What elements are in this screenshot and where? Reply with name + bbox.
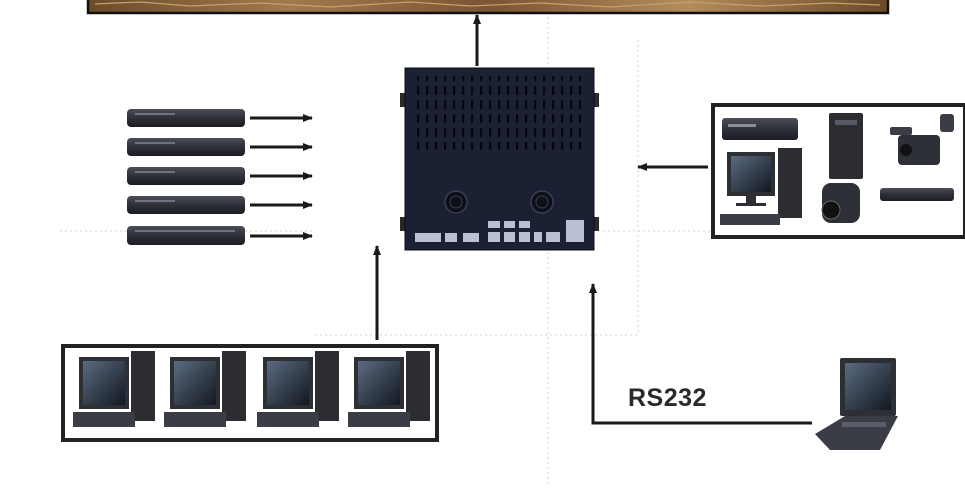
- decoder-arrows: [250, 114, 313, 240]
- decoder-box-2: [127, 138, 245, 156]
- pc-station-4: [348, 351, 430, 427]
- pc-station-1: [73, 351, 155, 427]
- decoder-box-5: [127, 226, 245, 245]
- tower-pc-icon: [829, 113, 863, 179]
- video-wall-display: [86, 0, 890, 15]
- dvd-player-icon: [722, 118, 798, 140]
- pc-station-2: [164, 351, 246, 427]
- laptop-icon: [815, 358, 898, 450]
- desktop-pc-icon: [720, 148, 802, 225]
- video-camera-icon: [890, 114, 954, 165]
- rs232-link: [589, 283, 812, 425]
- decoder-box-4: [127, 196, 245, 214]
- av-sources-panel: [711, 103, 965, 239]
- slim-box-icon: [880, 188, 954, 201]
- fan-grille-left: [444, 190, 468, 214]
- video-wall-controller: [400, 67, 599, 251]
- handycam-icon: [821, 183, 860, 223]
- pc-station-3: [257, 351, 339, 427]
- input-source-decoders: [127, 109, 245, 245]
- fan-grille-right: [530, 190, 554, 214]
- decoder-box-3: [127, 167, 245, 185]
- rs232-label: RS232: [628, 384, 707, 412]
- io-port-panel: [415, 220, 584, 242]
- pc-inputs-panel: [61, 344, 439, 442]
- decoder-box-1: [127, 109, 245, 127]
